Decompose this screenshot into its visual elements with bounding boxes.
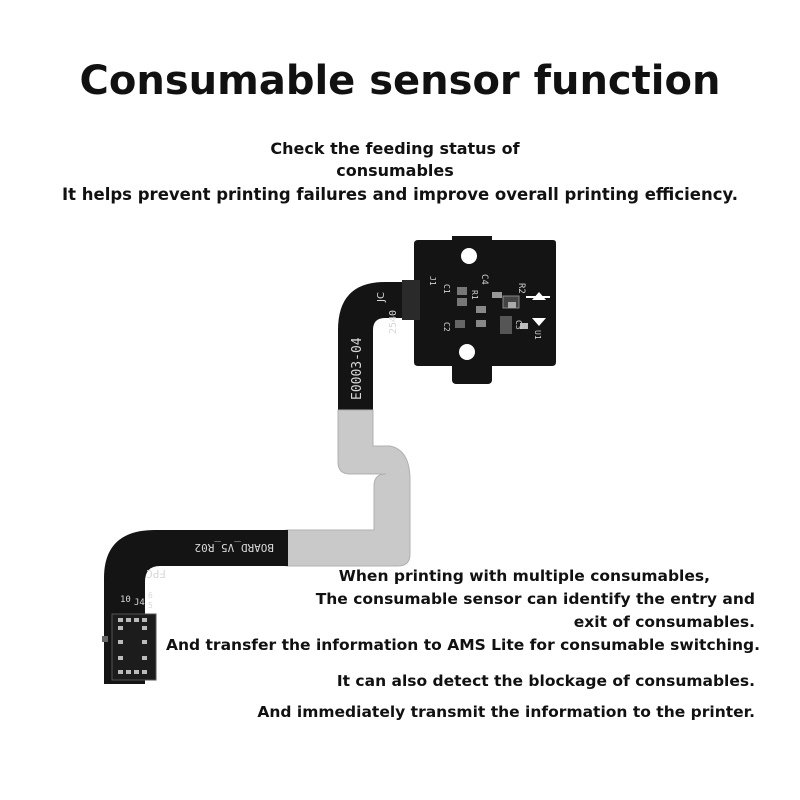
page-title: Consumable sensor function: [79, 58, 721, 104]
label-r1: R1: [470, 290, 479, 300]
upper-flex-cable: E0003-04 JC 2540: [338, 280, 420, 412]
label-pin-5: 5: [148, 601, 153, 610]
label-logo: JC: [376, 292, 387, 303]
label-c4: C4: [479, 274, 489, 285]
label-j1: J1: [428, 276, 437, 286]
feature-list: When printing with multiple consumables,…: [120, 565, 760, 724]
label-c1: C1: [442, 284, 451, 294]
feature-line-1: When printing with multiple consumables,: [338, 567, 710, 585]
label-j4: J4: [134, 598, 145, 608]
label-pin-10: 10: [120, 595, 131, 605]
label-c2: C2: [442, 322, 451, 332]
label-c3: C3: [514, 320, 523, 330]
feature-line-2: The consumable sensor can identify the e…: [315, 590, 755, 608]
label-board-name: BOARD_V5_R02: [195, 541, 274, 554]
intro-text: Check the feeding status of consumables …: [0, 138, 800, 206]
label-fpc: FPC: [146, 567, 166, 580]
label-r2: R2: [516, 283, 526, 294]
feature-line-6: And immediately transmit the information…: [257, 703, 755, 721]
mounting-hole: [461, 248, 477, 264]
intro-line-3: It helps prevent printing failures and i…: [62, 185, 738, 204]
label-part-number: E0003-04: [350, 337, 365, 400]
lower-flex-cable: BOARD_V5_R02 FPC 10 J4 6 5: [102, 530, 288, 684]
label-u1: U1: [533, 330, 542, 340]
feature-line-4: And transfer the information to AMS Lite…: [166, 636, 760, 654]
connector-pins: [118, 618, 147, 674]
mounting-hole: [459, 344, 475, 360]
intro-line-1: Check the feeding status of: [270, 139, 520, 158]
feature-line-5: It can also detect the blockage of consu…: [336, 672, 755, 690]
intro-line-2: consumables: [336, 161, 454, 180]
label-date-code: 2540: [388, 310, 399, 334]
feature-line-3: exit of consumables.: [573, 613, 755, 631]
sensor-head-board: R2 C4 J1 C1 R1 C2 C3 U1: [414, 236, 556, 384]
label-pin-6: 6: [148, 591, 153, 600]
silver-flex-cable: [285, 409, 411, 567]
